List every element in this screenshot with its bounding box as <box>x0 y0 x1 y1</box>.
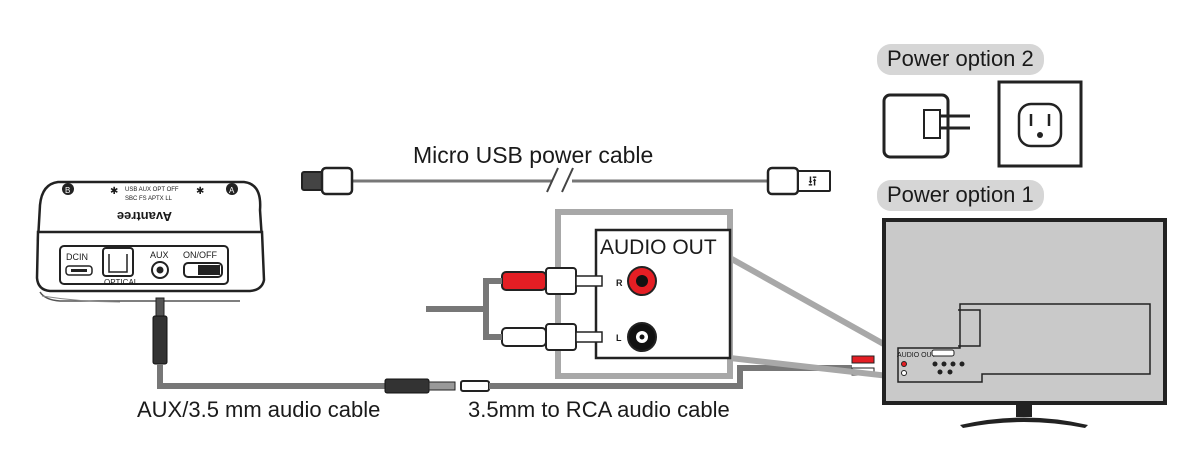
usb-a-plug: ⭿ <box>766 166 831 196</box>
micro-usb-cable-label: Micro USB power cable <box>413 142 653 168</box>
brand-logo: Avantree <box>117 209 172 224</box>
mode-legend-1: USB AUX OPT OFF <box>125 187 179 193</box>
audio-out-label: AUDIO OUT <box>600 236 717 259</box>
optical-port[interactable] <box>102 247 134 277</box>
button-b-label: B <box>65 186 70 195</box>
rca-plug-white <box>501 323 603 351</box>
power-option-1-label: Power option 1 <box>877 180 1044 211</box>
usb-icon: ⭿ <box>808 173 817 189</box>
mode-legend-2: SBC FS APTX LL <box>125 196 173 202</box>
switch-onoff-label: ON/OFF <box>183 250 217 260</box>
bluetooth-icon: ✱ <box>110 186 118 197</box>
button-b[interactable] <box>62 183 74 195</box>
button-a[interactable] <box>226 183 238 195</box>
usb-power-adapter <box>882 93 970 159</box>
rca-cable-label: 3.5mm to RCA audio cable <box>468 397 730 422</box>
button-a-label: A <box>229 186 235 195</box>
micro-usb-power-cable: ⭿ <box>301 166 831 196</box>
port-dcin-label: DCIN <box>66 252 88 262</box>
tv-audio-out-label: AUDIO OUT <box>897 352 937 359</box>
port-aux-label: AUX <box>150 250 169 260</box>
rca-zoom-inset: AUDIO OUT R L <box>426 209 900 380</box>
wall-outlet <box>997 80 1083 168</box>
channel-r-label: R <box>616 278 623 288</box>
micro-usb-plug <box>301 166 354 196</box>
aux-cable <box>152 297 456 394</box>
television: AUDIO OUT <box>882 218 1167 428</box>
power-option-2-label: Power option 2 <box>877 44 1044 75</box>
bluetooth-transmitter: B A ✱ ✱ USB AUX OPT OFF SBC FS APTX LL A… <box>35 180 266 303</box>
port-optical-label: OPTICAL <box>104 278 139 287</box>
aux-cable-label: AUX/3.5 mm audio cable <box>137 397 380 422</box>
bluetooth-icon-2: ✱ <box>196 186 204 197</box>
channel-l-label: L <box>616 333 622 343</box>
